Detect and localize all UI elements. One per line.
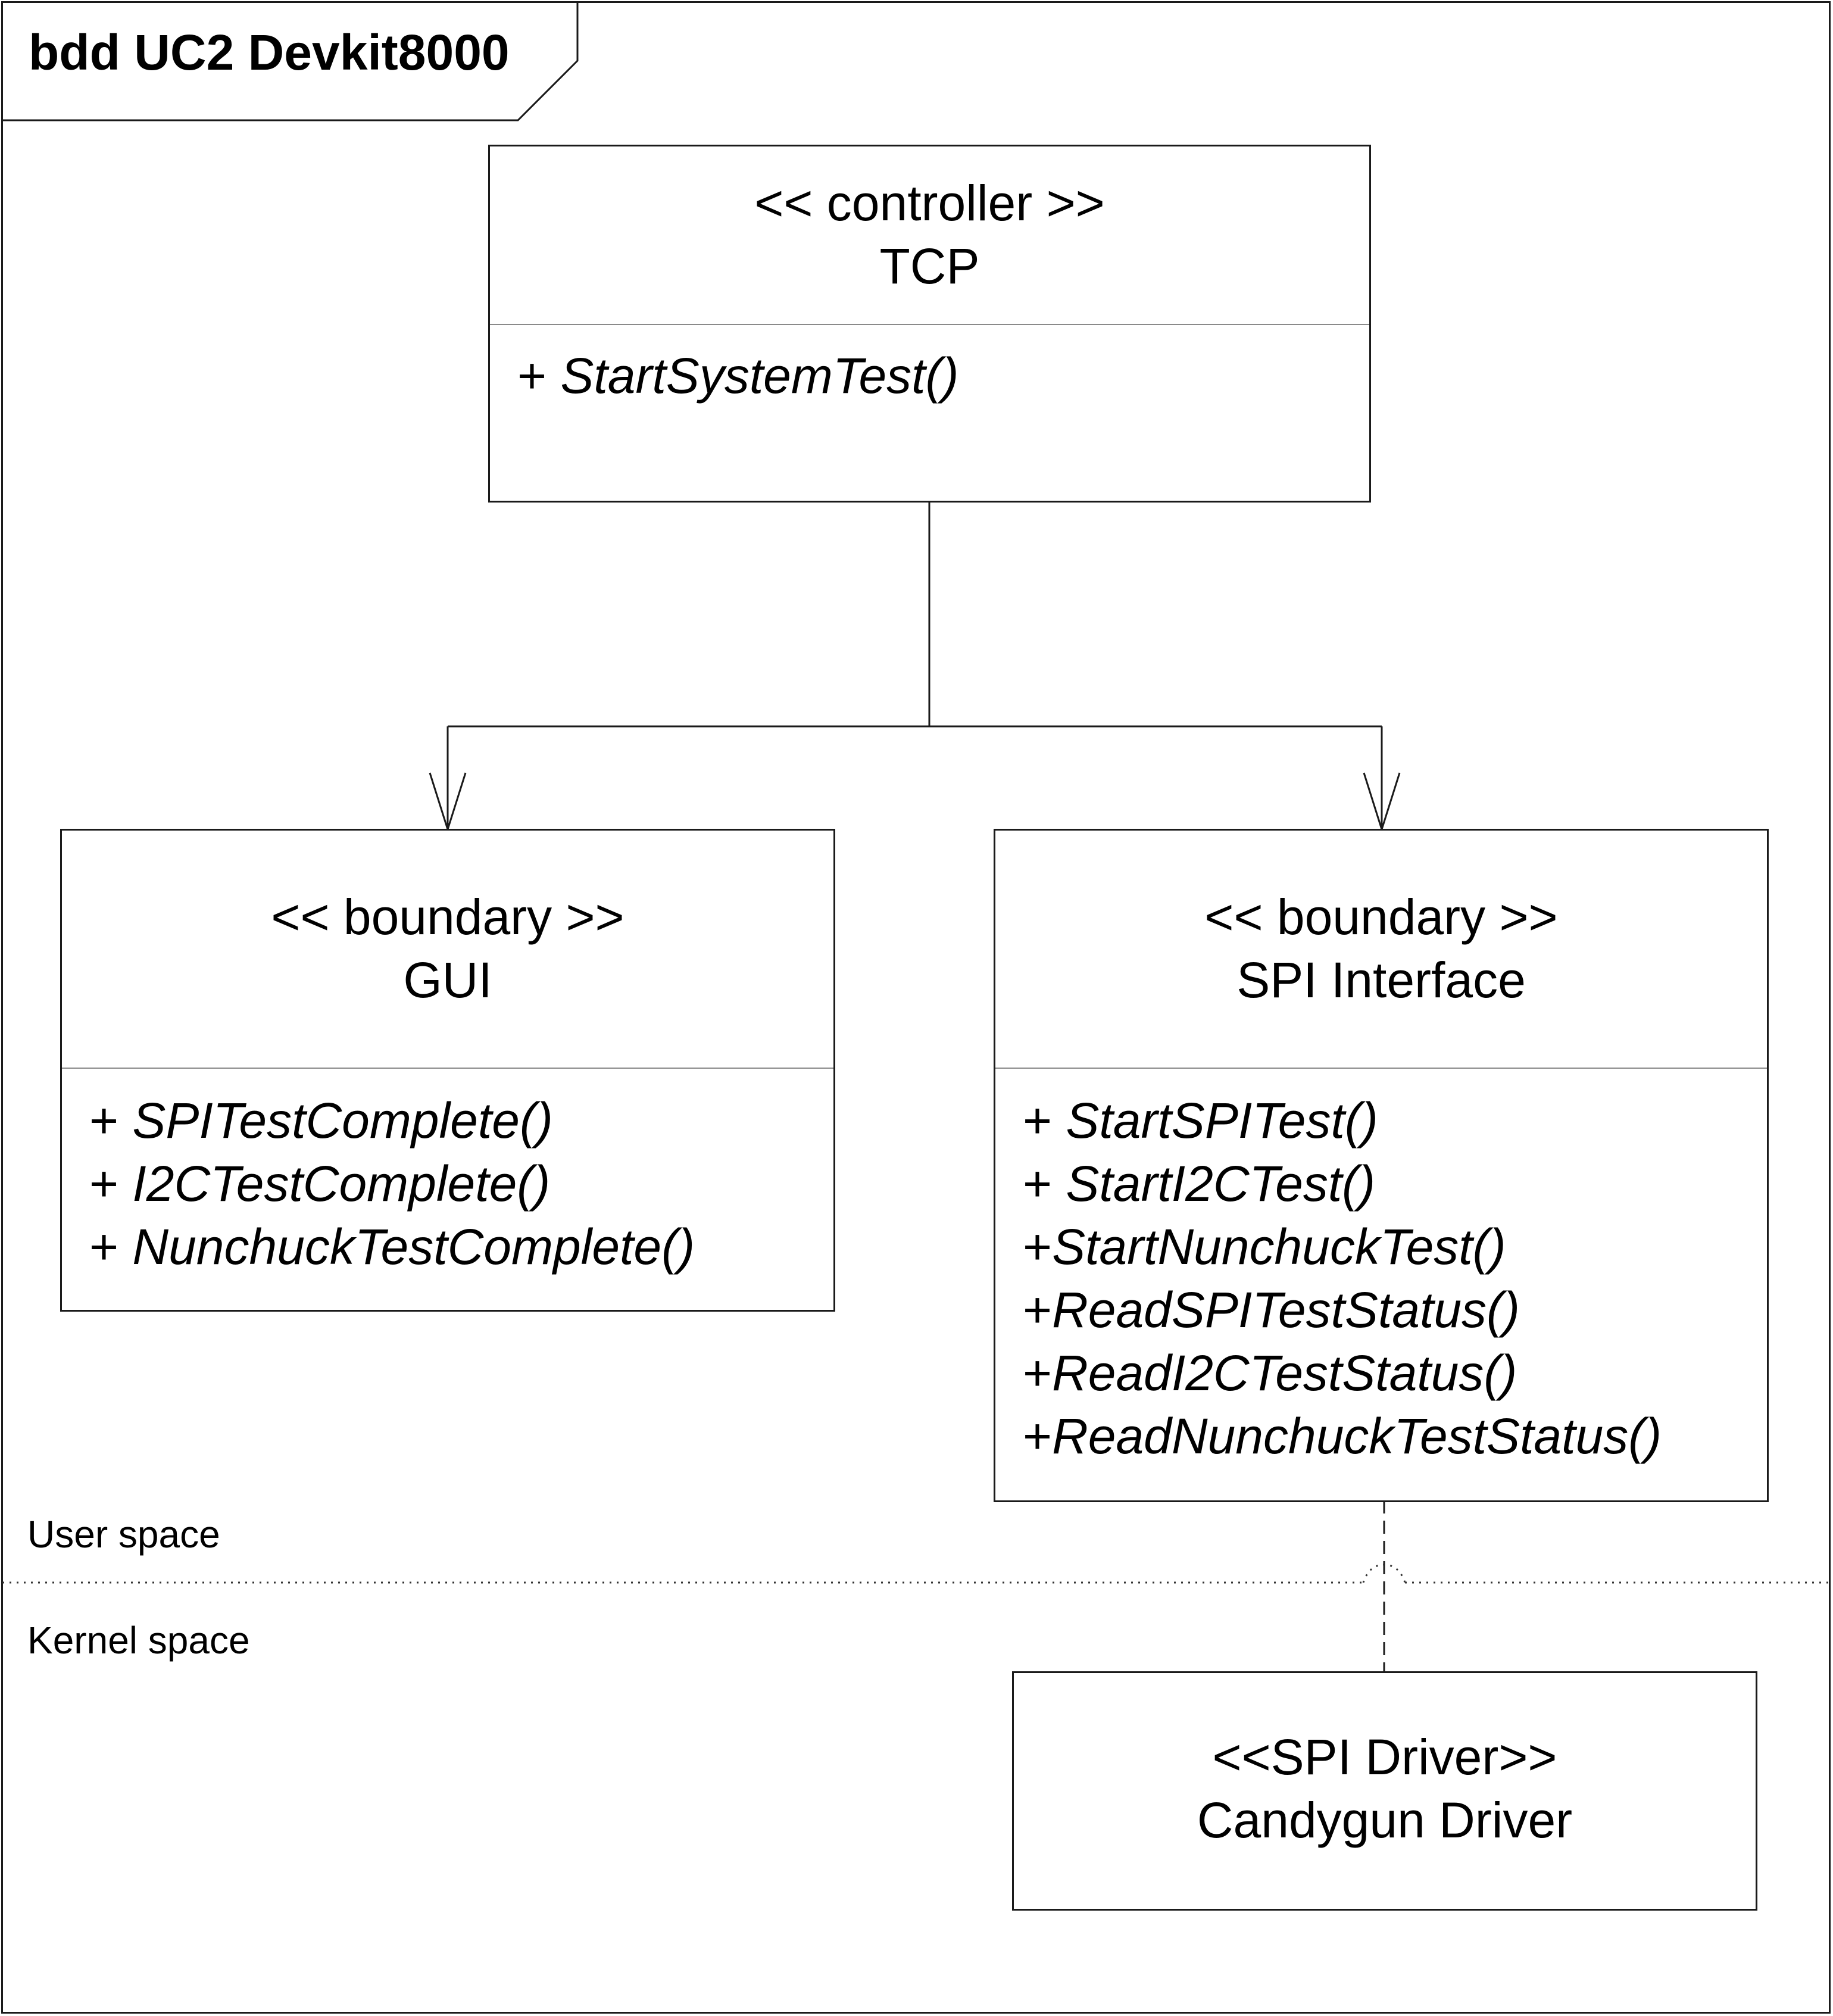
operation-start-nunchuck-test: +StartNunchuckTest() <box>1023 1219 1506 1275</box>
operation-start-i2c-test: + StartI2CTest() <box>1023 1156 1376 1212</box>
gui-block-header: << boundary >> GUI <box>62 831 833 1069</box>
spi-interface-operations: + StartSPITest() + StartI2CTest() +Start… <box>995 1089 1767 1468</box>
operation-start-system-test: + StartSystemTest() <box>517 348 959 404</box>
tcp-name: TCP <box>879 238 980 294</box>
tcp-operations: + StartSystemTest() <box>490 344 1369 407</box>
operation-read-nunchuck-test-status: +ReadNunchuckTestStatus() <box>1023 1408 1662 1464</box>
kernel-space-label: Kernel space <box>27 1619 250 1662</box>
user-space-label: User space <box>27 1513 220 1556</box>
spi-interface-name: SPI Interface <box>1236 952 1526 1008</box>
tcp-block-header: << controller >> TCP <box>490 146 1369 325</box>
operation-nunchuck-test-complete: + NunchuckTestComplete() <box>89 1219 695 1275</box>
spi-interface-block: << boundary >> SPI Interface + StartSPIT… <box>994 829 1769 1502</box>
operation-start-spi-test: + StartSPITest() <box>1023 1093 1378 1149</box>
frame-title-tab <box>2 2 579 121</box>
driver-stereotype: <<SPI Driver>> <box>1212 1729 1557 1785</box>
gui-name: GUI <box>403 952 492 1008</box>
gui-operations: + SPITestComplete() + I2CTestComplete() … <box>62 1089 833 1278</box>
operation-read-i2c-test-status: +ReadI2CTestStatus() <box>1023 1345 1517 1401</box>
driver-name: Candygun Driver <box>1197 1792 1573 1848</box>
candygun-driver-label: <<SPI Driver>> Candygun Driver <box>1014 1725 1756 1852</box>
frame-title: bdd UC2 Devkit8000 <box>29 24 510 80</box>
operation-i2c-test-complete: + I2CTestComplete() <box>89 1156 551 1212</box>
spi-interface-block-header: << boundary >> SPI Interface <box>995 831 1767 1069</box>
gui-stereotype: << boundary >> <box>271 889 624 945</box>
operation-spi-test-complete: + SPITestComplete() <box>89 1093 553 1149</box>
tcp-block: << controller >> TCP + StartSystemTest() <box>488 145 1371 503</box>
tcp-stereotype: << controller >> <box>754 175 1105 231</box>
operation-read-spi-test-status: +ReadSPITestStatus() <box>1023 1282 1520 1338</box>
gui-block: << boundary >> GUI + SPITestComplete() +… <box>60 829 835 1312</box>
candygun-driver-block: <<SPI Driver>> Candygun Driver <box>1012 1671 1757 1911</box>
spi-interface-stereotype: << boundary >> <box>1204 889 1558 945</box>
